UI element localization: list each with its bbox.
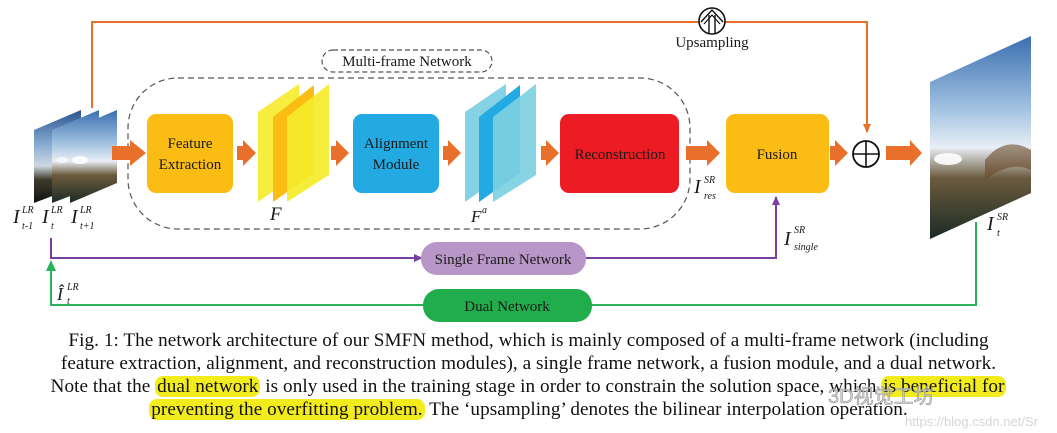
highlight-dual-network: dual network [155,376,261,397]
arrow-alignment-to-Fa [443,140,461,166]
caption-line-3: Note that the dual network is only used … [0,375,1057,398]
circled-plus-icon [852,140,880,168]
residual-symbol: I SR res [693,175,716,202]
caption-line-2: feature extraction, alignment, and recon… [60,353,997,374]
feature-extraction-block [147,114,233,193]
fusion-label: Fusion [757,147,798,163]
dual-output-symbol: Î LR t [56,282,79,307]
svg-text:res: res [704,191,716,202]
svg-text:I: I [986,213,995,235]
watermark-url: https://blog.csdn.net/Sr [905,414,1038,429]
feature-maps-F [258,84,329,202]
svg-text:I: I [41,206,50,228]
multi-frame-network-title-box [321,49,493,73]
svg-text:SR: SR [794,225,805,236]
Fa-symbol: F [470,207,482,226]
fusion-block [726,114,829,193]
svg-text:LR: LR [79,205,92,216]
input-curr-symbol: I LR t [41,205,63,232]
smfn-architecture-diagram: Upsampling Multi-frame Network Feature E… [12,7,1031,322]
caption-line-3-pre: Note that the [50,376,156,397]
caption-line-4-post: The ‘upsampling’ denotes the bilinear in… [424,399,908,420]
input-prev-symbol: I LR t-1 [12,205,34,232]
single-symbol: I SR single [783,225,818,253]
svg-text:I: I [783,228,792,250]
svg-text:t: t [51,221,54,232]
arrow-F-to-alignment [331,140,349,166]
single-frame-network-label: Single Frame Network [435,252,572,268]
flow-arrows [112,140,922,166]
arrow-add-to-output [886,140,922,166]
svg-text:I: I [70,206,79,228]
arrow-reconstruction-to-fusion [686,140,720,166]
multi-frame-network-title: Multi-frame Network [342,54,472,70]
svg-text:I: I [12,206,21,228]
alignment-module-block [353,114,439,193]
single-frame-path [50,196,780,262]
svg-text:t: t [997,228,1000,239]
output-symbol: I SR t [986,212,1008,239]
arrow-input-to-feature [112,140,146,166]
watermark-brand: 3D视觉工坊 [828,386,934,409]
reconstruction-block [560,114,679,193]
input-next-symbol: I LR t+1 [70,205,95,232]
svg-text:single: single [794,242,818,253]
caption-line-4: preventing the overfitting problem. The … [0,398,1057,421]
svg-text:t: t [67,296,70,307]
arrow-fusion-to-add [830,140,848,166]
svg-text:I: I [693,176,702,198]
highlight-overfitting: preventing the overfitting problem. [149,399,425,420]
figure-caption: Fig. 1: The network architecture of our … [0,329,1057,421]
svg-text:SR: SR [997,212,1008,223]
svg-text:t-1: t-1 [22,221,33,232]
caption-line-3-mid: is only used in the training stage in or… [260,376,882,397]
svg-text:Î: Î [56,283,65,304]
dual-network-label: Dual Network [464,299,550,315]
caption-line-1: Fig. 1: The network architecture of our … [68,330,989,351]
alignment-module-label-2: Module [373,157,420,173]
svg-text:LR: LR [50,205,63,216]
reconstruction-label: Reconstruction [575,147,666,163]
svg-text:LR: LR [66,282,79,293]
single-frame-network-block [421,242,586,275]
svg-text:LR: LR [21,205,34,216]
upsampling-icon [698,7,726,35]
dual-network-block [423,289,592,322]
dual-network-path [46,222,977,306]
upsampling-label: Upsampling [675,35,749,51]
upsampling-path [91,21,871,133]
Fa-superscript: a [482,205,487,216]
feature-maps-Fa [465,84,536,202]
svg-text:t+1: t+1 [80,221,95,232]
output-frame [930,36,1031,239]
input-frames [34,110,117,203]
svg-text:SR: SR [704,175,715,186]
feature-extraction-label-1: Feature [168,136,213,152]
feature-extraction-label-2: Extraction [159,157,222,173]
arrow-Fa-to-reconstruction [541,140,559,166]
arrow-feature-to-F [237,140,256,166]
highlight-beneficial: is beneficial for [881,376,1007,397]
F-symbol: F [269,204,282,225]
alignment-module-label-1: Alignment [364,136,429,152]
